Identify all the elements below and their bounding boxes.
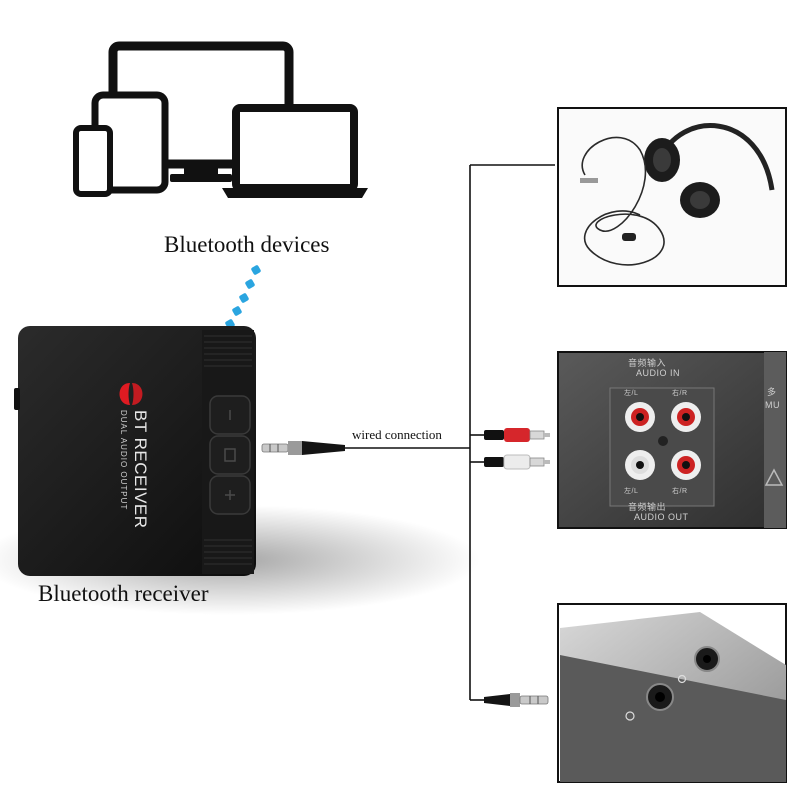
play-button[interactable] <box>209 435 251 475</box>
receiver-brand-text: BT RECEIVER <box>131 410 150 529</box>
rca-red-plug <box>484 428 550 442</box>
side-cn-label: 多 <box>767 387 777 397</box>
rca-jack-panel <box>609 352 786 528</box>
wired-connection-label: wired connection <box>352 427 442 442</box>
aux-plug-left <box>261 441 345 455</box>
bluetooth-devices-icon <box>73 41 368 198</box>
right-label-top: 右/R <box>672 390 688 397</box>
headphones-panel <box>557 107 787 287</box>
receiver-subtitle-text: DUAL AUDIO OUTPUT <box>119 410 128 511</box>
audio-out-cn-label: 音频输出 <box>628 502 667 512</box>
bluetooth-receiver-device <box>14 326 256 576</box>
laptop-edge <box>560 612 786 782</box>
cable-lines <box>345 164 555 701</box>
audio-in-label: AUDIO IN <box>636 368 681 378</box>
warning-icon <box>764 468 784 486</box>
audio-in-cn-label: 音频输入 <box>628 358 667 368</box>
right-label-bottom: 右/R <box>672 488 688 495</box>
rca-white-plug <box>484 454 550 470</box>
left-label-top: 左/L <box>624 390 639 397</box>
bluetooth-devices-label: Bluetooth devices <box>164 232 330 257</box>
brand-logo-icon <box>119 383 130 405</box>
left-label-bottom: 左/L <box>624 488 639 495</box>
play-pause-icon <box>224 448 236 462</box>
mic-symbol-icon <box>677 674 687 684</box>
side-label: MU <box>765 400 780 410</box>
headphones-icon <box>580 123 775 266</box>
plus-icon <box>225 490 235 500</box>
aux-plug-bottom <box>484 693 549 707</box>
audio-out-label: AUDIO OUT <box>634 512 689 522</box>
bluetooth-receiver-label: Bluetooth receiver <box>38 581 209 606</box>
headphone-symbol-icon <box>625 711 635 721</box>
